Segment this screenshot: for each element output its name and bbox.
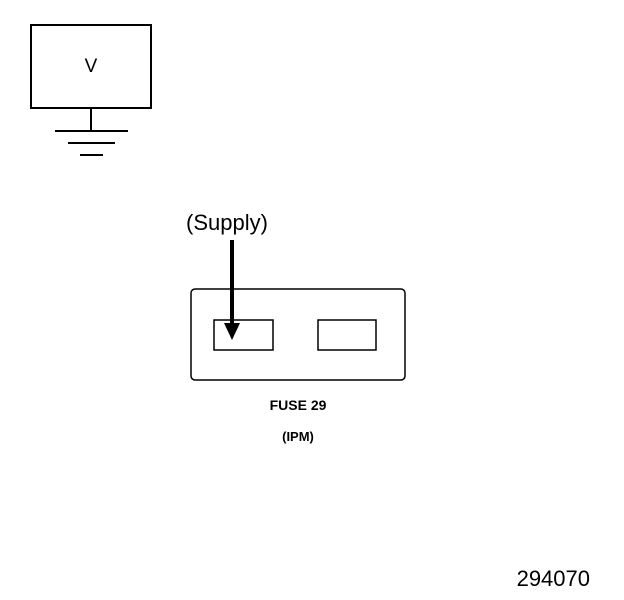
fuse-location-label: (IPM) (282, 429, 314, 444)
fuse-terminal-left (213, 319, 274, 351)
supply-label: (Supply) (186, 210, 268, 235)
fuse-name-label: FUSE 29 (269, 397, 327, 413)
fuse-body (190, 288, 406, 381)
figure-number: 294070 (516, 566, 590, 591)
voltmeter-label: V (84, 56, 98, 77)
probe-arrow-icon (224, 240, 240, 340)
ground-symbol-icon (55, 108, 128, 156)
fuse-terminal-right (317, 319, 377, 351)
